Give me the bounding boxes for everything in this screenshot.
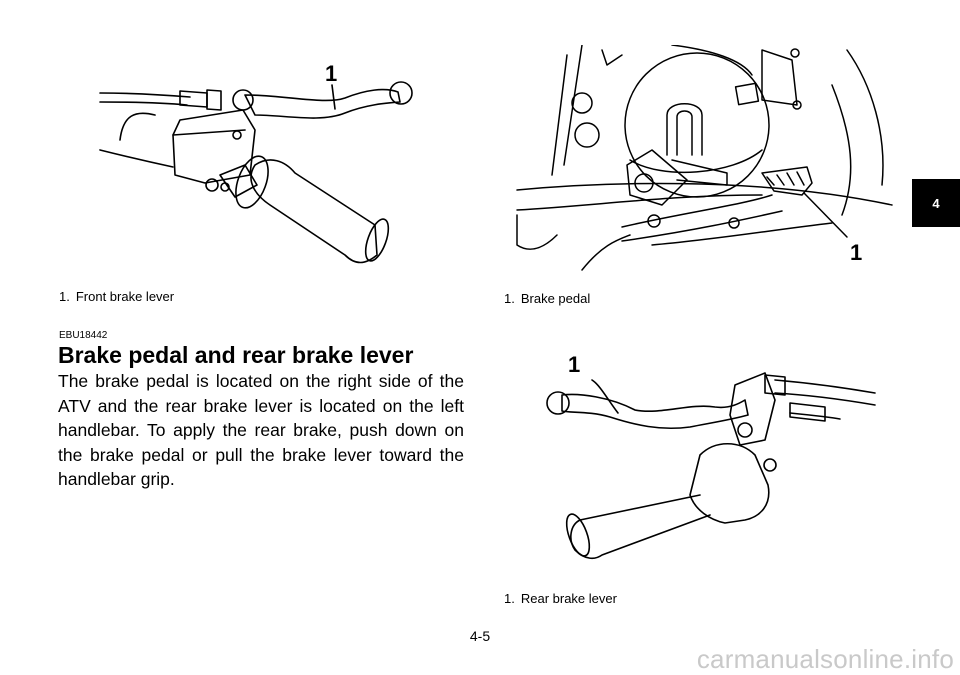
rear-brake-lever-illustration: 1 (540, 345, 880, 575)
section-title: Brake pedal and rear brake lever (58, 342, 414, 368)
brake-pedal-callout: 1 (850, 240, 862, 265)
front-lever-caption: 1. Front brake lever (59, 289, 174, 305)
front-brake-lever-illustration: 1 (95, 55, 425, 285)
caption-number: 1. (504, 291, 515, 306)
rear-lever-callout: 1 (568, 352, 580, 377)
caption-text: Brake pedal (520, 291, 591, 306)
section-code: EBU18442 (59, 330, 108, 341)
section-body: The brake pedal is located on the right … (58, 371, 464, 489)
chapter-tab: 4 (912, 179, 960, 227)
page-number: 4-5 (469, 628, 491, 644)
brake-pedal-illustration: 1 (512, 45, 897, 285)
watermark: carmanualsonline.info (696, 644, 954, 674)
front-lever-callout: 1 (325, 61, 337, 86)
caption-text: Front brake lever (75, 289, 175, 304)
brake-pedal-caption: 1. Brake pedal (504, 291, 590, 307)
caption-text: Rear brake lever (520, 591, 617, 606)
caption-number: 1. (504, 591, 515, 606)
rear-lever-caption: 1. Rear brake lever (504, 591, 617, 607)
caption-number: 1. (59, 289, 70, 304)
